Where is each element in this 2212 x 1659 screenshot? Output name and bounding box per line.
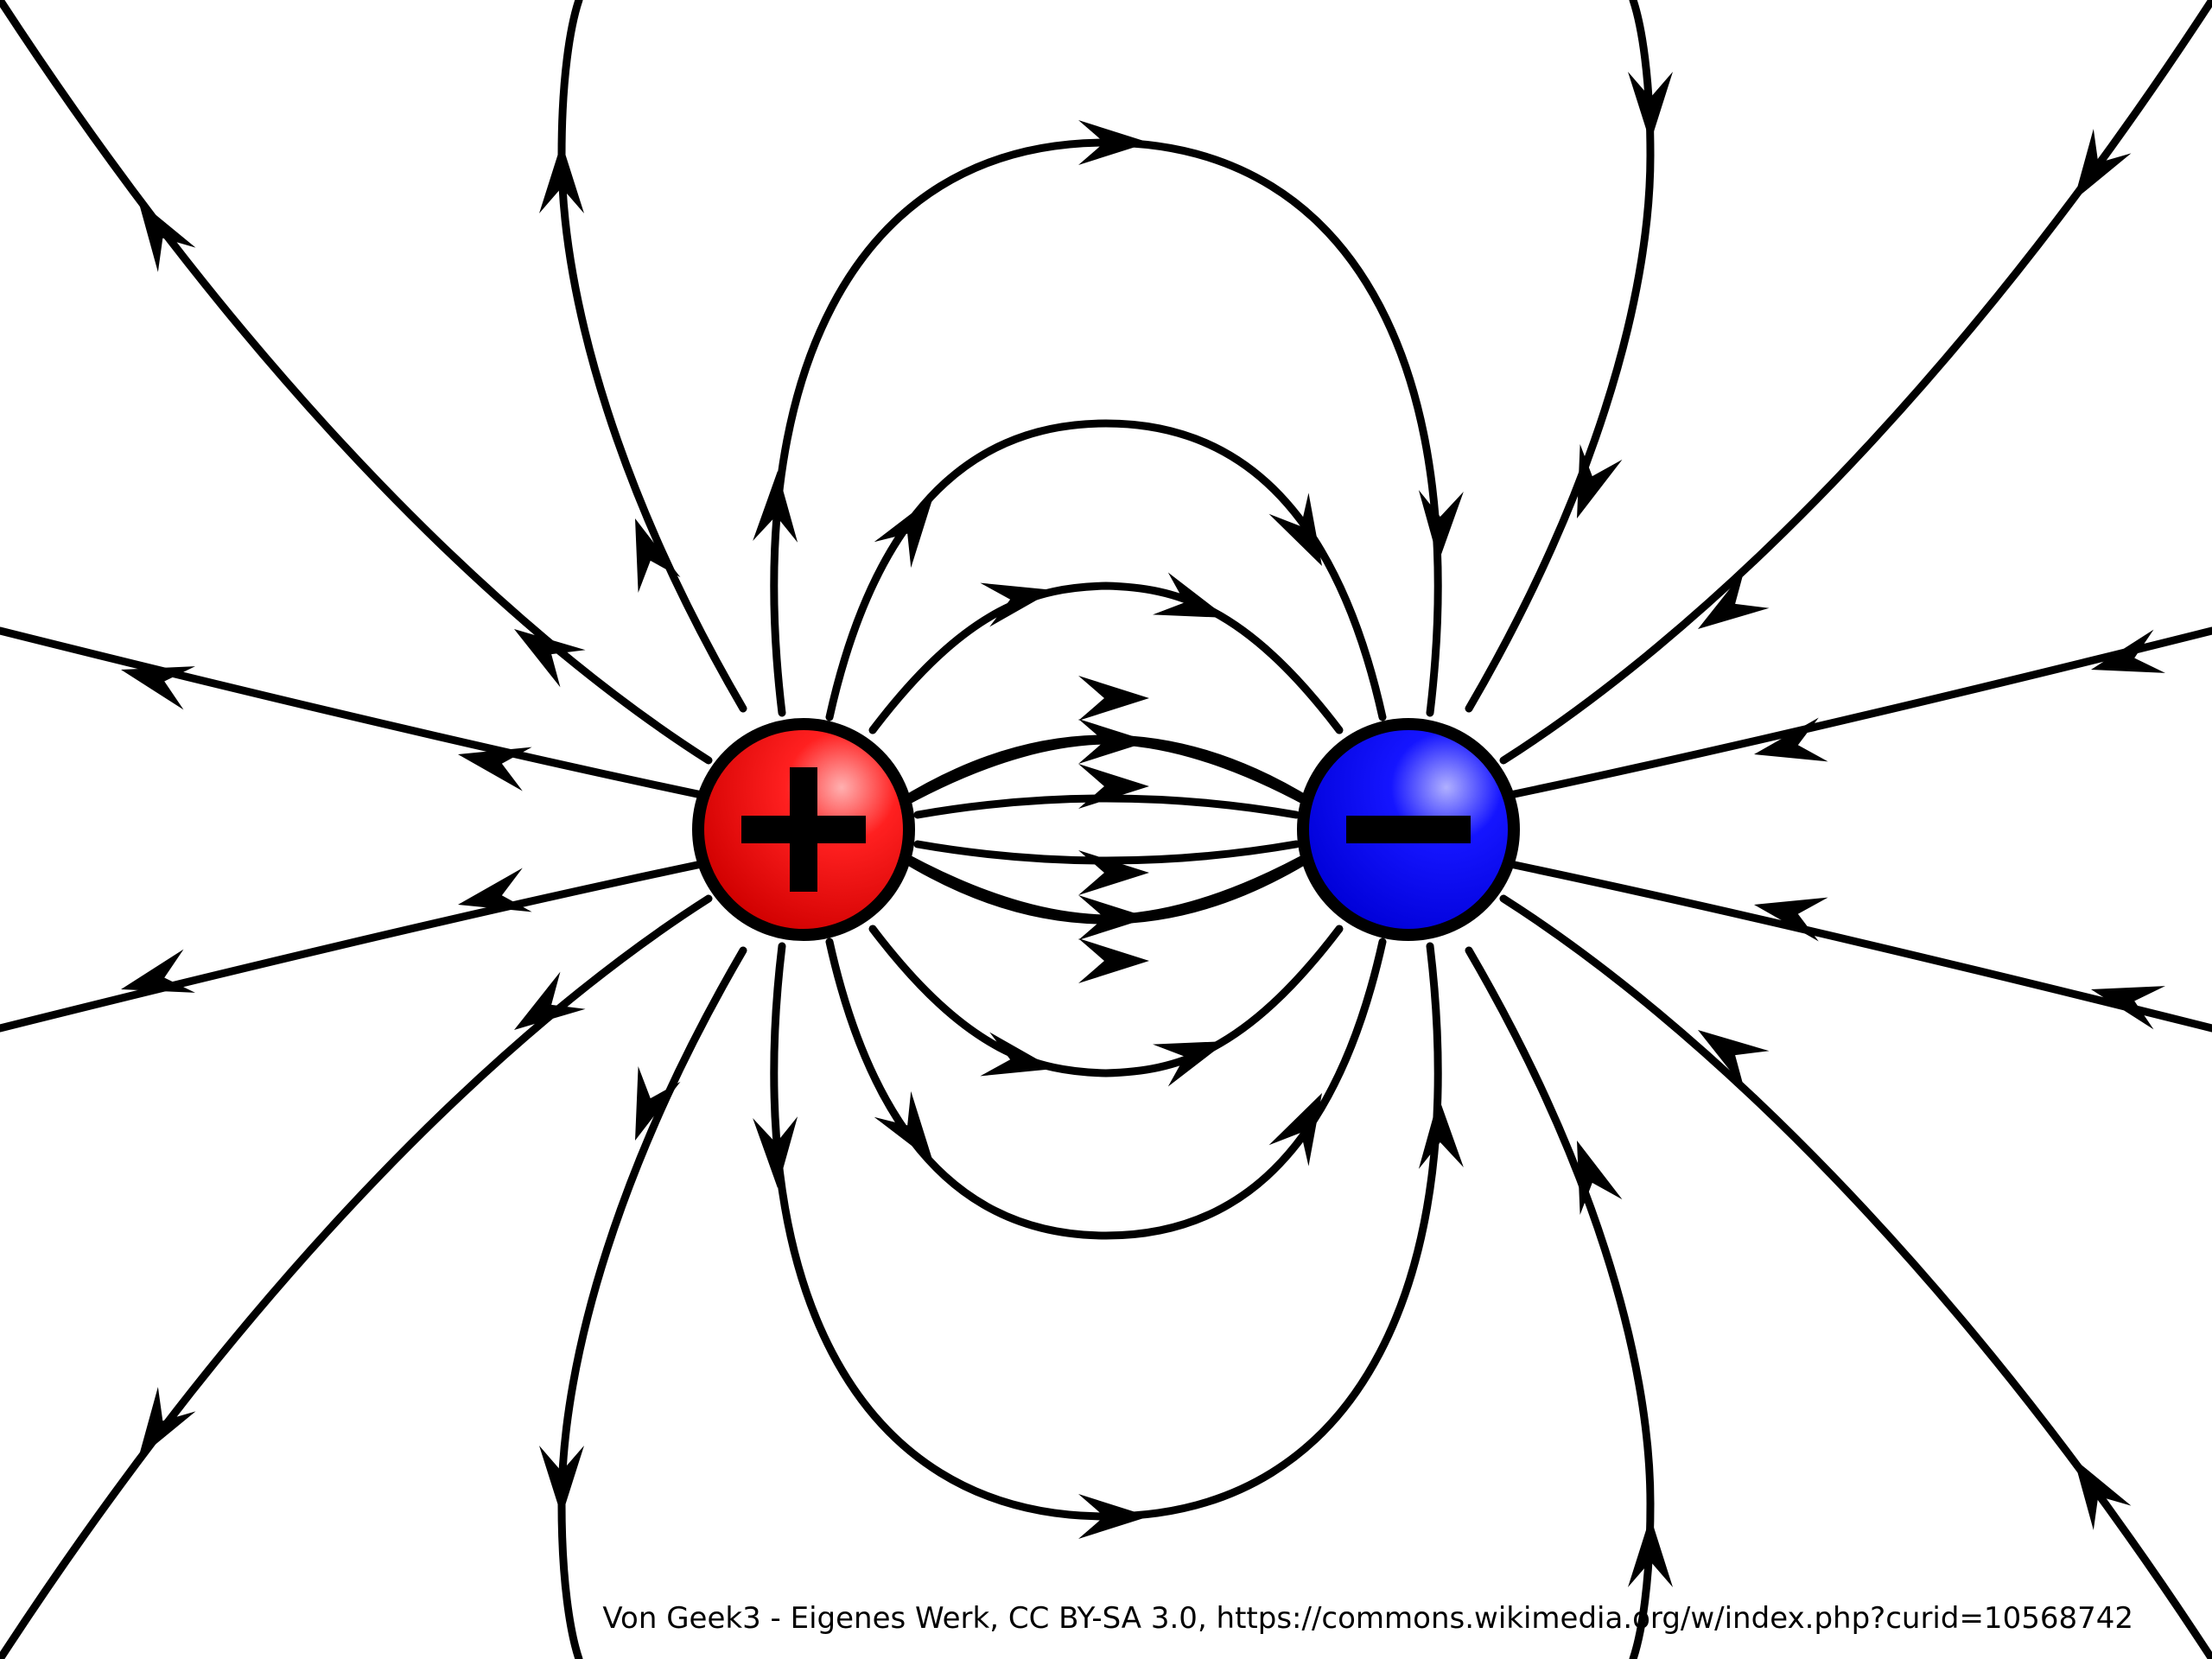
- field-arrow-inner-15: [1078, 1494, 1149, 1539]
- attribution-credit: Von Geek3 - Eigenes Werk, CC BY-SA 3.0, …: [602, 1601, 2133, 1636]
- field-arrow-outer-7: [138, 1387, 196, 1459]
- field-arrow-outer-14: [1754, 897, 1828, 942]
- field-arrow-outer-6: [514, 971, 586, 1030]
- field-arrow-outer-1: [121, 666, 195, 710]
- field-line-outer-right-2: [1465, 0, 1655, 713]
- field-line-outer-right-4: [1499, 894, 2212, 1659]
- field-line-outer-left-3: [0, 851, 747, 1033]
- field-line-upper-1: [868, 582, 1344, 734]
- field-arrow-inner-10: [874, 497, 933, 569]
- field-line-outer-left-1: [0, 0, 713, 765]
- field-arrow-inner-18: [753, 1116, 798, 1188]
- field-arrow-inner-11: [1268, 493, 1322, 566]
- field-arrow-outer-9: [539, 143, 584, 213]
- field-arrow-inner-12: [874, 1090, 933, 1162]
- minus-sign: [1346, 816, 1471, 843]
- field-arrow-outer-16: [1698, 570, 1770, 629]
- field-line-outer-right-0: [1465, 626, 2212, 808]
- field-arrow-inner-0: [1078, 676, 1149, 721]
- field-line-outer-left-0: [0, 626, 747, 808]
- field-arrow-outer-0: [458, 747, 532, 791]
- field-arrow-outer-19: [2074, 1459, 2132, 1530]
- field-line-outer-left-5: [557, 946, 747, 1659]
- field-arrow-outer-2: [458, 868, 532, 912]
- field-arrow-inner-4: [1078, 719, 1149, 764]
- field-arrow-outer-21: [1628, 72, 1673, 143]
- field-line-lower-5: [913, 840, 1300, 865]
- field-line-upper-3: [770, 138, 1442, 717]
- field-arrow-outer-5: [138, 200, 196, 272]
- field-arrow-inner-2: [1078, 764, 1149, 809]
- field-arrow-outer-4: [514, 629, 586, 688]
- field-arrow-outer-20: [1577, 444, 1623, 518]
- field-arrow-outer-22: [1577, 1141, 1623, 1215]
- field-arrow-inner-7: [1153, 572, 1227, 618]
- field-arrow-outer-15: [2091, 986, 2165, 1030]
- field-arrow-inner-1: [1078, 938, 1149, 983]
- field-arrow-inner-13: [1268, 1093, 1322, 1166]
- field-line-outer-right-1: [1499, 0, 2212, 765]
- field-arrow-inner-19: [1418, 1097, 1464, 1169]
- field-arrow-outer-12: [1754, 717, 1828, 762]
- field-arrow-inner-8: [980, 1032, 1054, 1077]
- field-arrow-outer-17: [2074, 129, 2132, 200]
- field-arrow-outer-18: [1698, 1030, 1770, 1089]
- field-line-upper-2: [825, 419, 1387, 721]
- field-arrow-inner-16: [753, 471, 798, 543]
- field-line-outer-right-3: [1465, 851, 2212, 1033]
- field-line-lower-1: [868, 925, 1344, 1077]
- field-arrow-outer-10: [635, 1066, 681, 1141]
- field-line-lower-3: [770, 942, 1442, 1521]
- field-arrow-inner-6: [980, 582, 1054, 627]
- plus-sign: [741, 767, 866, 892]
- field-line-lower-2: [825, 938, 1387, 1240]
- field-arrow-inner-5: [1078, 895, 1149, 940]
- field-line-upper-5: [913, 794, 1300, 819]
- field-arrow-inner-14: [1078, 120, 1149, 165]
- field-arrow-inner-17: [1418, 490, 1464, 562]
- field-line-outer-left-2: [557, 0, 747, 713]
- field-line-outer-left-4: [0, 894, 713, 1659]
- field-arrow-inner-9: [1153, 1041, 1227, 1087]
- field-arrow-outer-3: [121, 949, 195, 993]
- field-line-outer-right-5: [1465, 946, 1655, 1659]
- field-arrow-outer-11: [539, 1446, 584, 1516]
- field-arrow-outer-23: [1628, 1516, 1673, 1587]
- field-arrow-outer-13: [2091, 629, 2165, 673]
- negative-charge: [1297, 718, 1520, 941]
- positive-charge: [692, 718, 915, 941]
- field-arrow-outer-8: [635, 518, 681, 593]
- field-arrow-inner-3: [1078, 850, 1149, 895]
